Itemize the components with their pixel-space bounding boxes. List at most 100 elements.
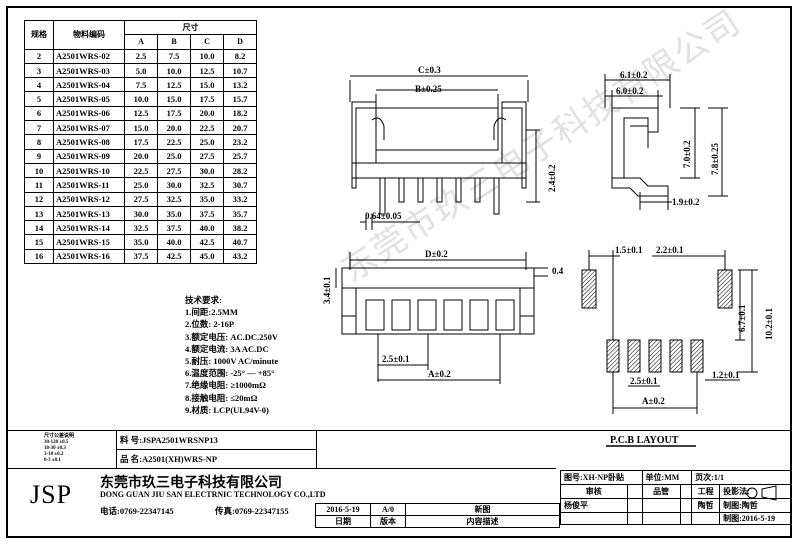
revision-description: 新图 [405,503,560,516]
dim-1-9: 1.9±0.2 [672,197,700,207]
title-block-top-line [8,430,792,431]
requirement-item: 5.耐压: 1000V AC/minute [185,356,279,367]
table-cell: 33.2 [223,191,257,207]
requirement-item: 4.额定电流: 3A AC.DC [185,343,269,354]
dim-1-5: 1.5±0.1 [615,245,643,255]
table-cell: 32.5 [190,177,224,193]
tolerance-row: 30-120 ±0.5 [44,440,69,445]
dim-7-8: 7.8±0.25 [710,143,720,175]
company-name-cn: 东莞市玖三电子科技有限公司 [100,476,282,491]
side-view [604,74,728,210]
review-label: 审核 [560,484,628,499]
product-name: A2501(XH)WRS-NP [141,454,218,464]
table-cell: 14 [24,220,54,236]
requirements-title: 技术要求: [185,295,222,305]
table-cell: 30.7 [223,177,257,193]
requirement-item: 7.绝缘电阻: ≥1000mΩ [185,380,266,391]
revision-date: 2016-5-19 [315,503,371,516]
pcb-layout [581,250,758,447]
table-cell: 38.2 [223,220,257,236]
dim-7-0: 7.0±0.2 [682,140,692,168]
unit: 单位:MM [641,470,693,485]
tolerance-row: 18-30 ±0.3 [44,446,66,451]
reviewer-name: 杨俊平 [560,498,628,513]
make-date: 制图:2016-5-19 [719,512,792,525]
dim-1-2: 1.2±0.1 [712,370,740,380]
technical-requirements: 技术要求: 1.间距:2.5MM 2.位数: 2-16P 3.额定电压: AC.… [185,294,278,416]
dim-a: A±0.2 [428,369,451,379]
table-cell: 22.5 [124,162,158,179]
drawing-number: 图号:XH-NP卧贴 [560,470,643,485]
date-label: 日期 [315,515,371,528]
dim-3-4: 3.4±0.1 [322,276,332,304]
requirement-item: 2.位数: 2-16P [185,319,235,330]
table-cell: A2501WRS-16 [53,248,125,265]
table-cell: 20.7 [223,120,257,136]
tolerance-row: 0-3 ±0.1 [44,458,61,463]
title-block-mid-line [8,468,556,469]
tolerance-title: 尺寸公差说明 [44,434,75,439]
dim-6-0: 6.0±0.2 [616,86,644,96]
requirement-item: 6.温度范围: -25° — +85° [185,368,275,379]
requirement-item: 1.间距:2.5MM [185,307,238,318]
table-cell: 40.7 [223,234,257,250]
name-label: 品 名: [120,454,142,464]
dim-b: B±0.25 [415,84,442,94]
title-block-divider [316,430,317,468]
table-cell: 30.0 [190,162,224,179]
maker: 制图:陶哲 [719,498,792,513]
dim-6-7: 6.7±0.1 [737,304,747,332]
fax: 传真:0769-22347155 [215,506,289,516]
table-cell: 23.2 [223,134,257,150]
qc-label: 品管 [641,484,681,499]
header-part-number: 物料编码 [53,20,125,50]
dim-6-1: 6.1±0.2 [620,70,648,80]
page-count: 页次:1/1 [691,470,792,485]
dim-c: C±0.3 [418,65,441,75]
part-label: 料 号: [120,435,142,445]
title-block-row-line [116,449,316,450]
requirement-item: 9.材质: LCP(UL94V-0) [185,404,269,415]
product-name-row: 品 名:A2501(XH)WRS-NP [120,453,217,465]
front-view [349,75,540,230]
dim-d: D±0.2 [425,249,448,259]
dim-pin: 0.64±0.05 [365,211,402,221]
dim-2-2: 2.2±0.1 [656,245,684,255]
telephone: 电话:0769-22347145 [100,506,174,516]
description-label: 内容描述 [405,515,560,528]
table-cell: 22.5 [157,134,191,150]
top-view [335,252,548,384]
dim-pcb-a: A±0.2 [642,396,665,406]
dim-2-4: 2.4±0.2 [547,164,557,192]
table-cell: 45.0 [190,248,224,265]
table-cell: 37.5 [124,248,158,265]
drawing-frame [6,6,792,538]
table-cell: 7 [24,120,54,136]
table-cell: 43.2 [223,248,257,265]
table-cell: 35.7 [223,205,257,222]
table-cell: A2501WRS-07 [53,120,125,136]
revision-label: 版本 [370,515,406,528]
drafter-name: 陶哲 [691,498,721,513]
projection-label: 投影法: [719,484,792,499]
company-name-en: DONG GUAN JIU SAN ELECTRNIC TECHNOLOGY C… [100,490,326,499]
tolerance-notes: 尺寸公差说明 30-120 ±0.5 18-30 ±0.3 3-18 ±0.2 … [44,434,74,464]
dim-2-5: 2.5±0.1 [382,354,410,364]
requirement-item: 8.接触电阻: ≤20mΩ [185,392,258,403]
dim-10-2: 10.2±0.1 [764,308,774,340]
